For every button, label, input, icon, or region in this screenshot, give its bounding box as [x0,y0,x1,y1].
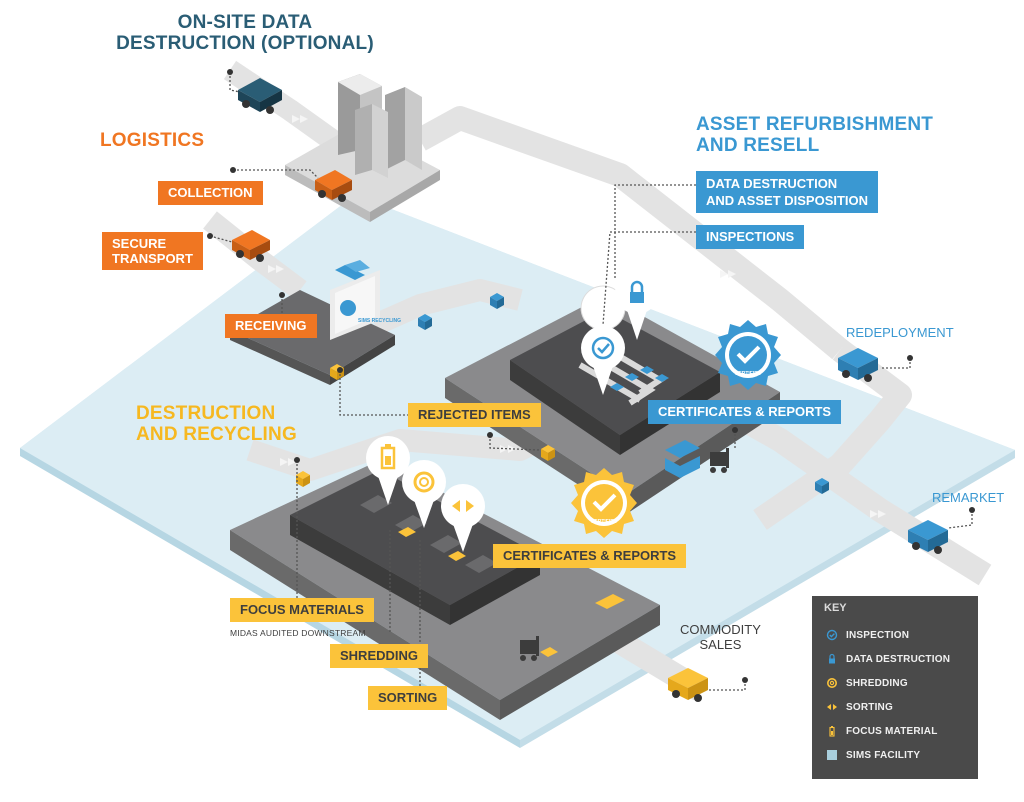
billboard-text: SIMS RECYCLING [358,318,401,324]
receiving-tag: RECEIVING [225,314,317,338]
secure-transport-line1: SECURE [112,236,167,251]
onsite-title-line1: ON-SITE DATA [177,12,313,33]
onsite-title-line2: DESTRUCTION (OPTIONAL) [116,33,374,54]
key-item-data-destruction: DATA DESTRUCTION [824,652,950,666]
key-label-sorting: SORTING [846,701,893,713]
certificates-yellow-tag: CERTIFICATES & REPORTS [493,544,687,568]
commodity-sales-line2: SALES [699,637,742,652]
secure-transport-tag: SECURE TRANSPORT [102,232,203,270]
truck-redeployment [838,348,878,382]
asset-title-line2: AND RESELL [696,135,820,156]
truck-onsite [238,78,282,114]
key-item-shredding: SHREDDING [824,676,908,690]
key-item-sorting: SORTING [824,700,893,714]
truck-commodity-sales [668,668,708,702]
asset-title-line1: ASSET REFURBISHMENT [696,114,934,135]
data-destruction-disposition-tag: DATA DESTRUCTION AND ASSET DISPOSITION [696,171,879,213]
key-item-inspection: INSPECTION [824,628,909,642]
seal-text-blue: CERTIFIED [735,371,762,377]
battery-icon [824,724,840,738]
onsite-title: ON-SITE DATA DESTRUCTION (OPTIONAL) [116,12,374,54]
truck-secure-transport [232,230,270,262]
destruction-title-line2: AND RECYCLING [136,424,297,445]
key-label-inspection: INSPECTION [846,629,910,641]
remarket-label: REMARKET [932,490,1005,505]
onsite-building [285,74,440,222]
shredding-icon [824,676,840,690]
square-swatch-icon [824,748,840,762]
redeployment-label: REDEPLOYMENT [846,325,954,340]
legend-key: KEY INSPECTION DATA DESTRUCTION SHREDDIN… [812,596,978,779]
sorting-tag: SORTING [368,686,448,710]
lock-pin-blue [615,270,659,340]
data-destruction-line1: DATA DESTRUCTION [706,176,838,191]
key-item-sims-facility: SIMS FACILITY [824,748,920,762]
commodity-sales-label: COMMODITY SALES [680,622,761,652]
key-title: KEY [824,602,847,614]
inspection-pin-blue [580,285,626,395]
destruction-title-line1: DESTRUCTION [136,403,276,424]
collection-tag: COLLECTION [158,181,263,205]
forklift-asset [710,448,729,473]
battery-pin [366,436,410,505]
material-cubes [296,293,829,494]
sorting-pin [441,484,485,552]
shredding-tag: SHREDDING [330,644,429,668]
certificates-blue-tag: CERTIFICATES & REPORTS [648,400,842,424]
key-label-focus-material: FOCUS MATERIAL [846,725,938,737]
lock-icon [824,652,840,666]
seal-text-yellow: CERTIFIED [591,519,618,525]
secure-transport-line2: TRANSPORT [112,251,193,266]
data-destruction-line2: AND ASSET DISPOSITION [706,193,869,208]
destruction-title: DESTRUCTION AND RECYCLING [136,403,297,445]
key-label-shredding: SHREDDING [846,677,908,689]
logistics-title: LOGISTICS [100,130,205,151]
certified-seal-yellow: CERTIFIED [571,468,637,538]
truck-collection [315,170,352,202]
shredding-pin [402,460,446,528]
asset-title: ASSET REFURBISHMENT AND RESELL [696,114,933,156]
forklift-destruction [520,636,558,661]
truck-remarket [908,520,948,554]
key-label-sims-facility: SIMS FACILITY [846,749,921,761]
key-label-data-destruction: DATA DESTRUCTION [846,653,951,665]
certified-seal-blue: CERTIFIED [715,320,781,390]
midas-label: MIDAS AUDITED DOWNSTREAM [230,628,366,638]
inspections-tag: INSPECTIONS [696,225,805,249]
focus-materials-tag: FOCUS MATERIALS [230,598,374,622]
rejected-items-tag: REJECTED ITEMS [408,403,541,427]
sorting-arrows-icon [824,700,840,714]
check-circle-icon [824,628,840,642]
key-item-focus-material: FOCUS MATERIAL [824,724,938,738]
commodity-sales-line1: COMMODITY [680,622,761,637]
